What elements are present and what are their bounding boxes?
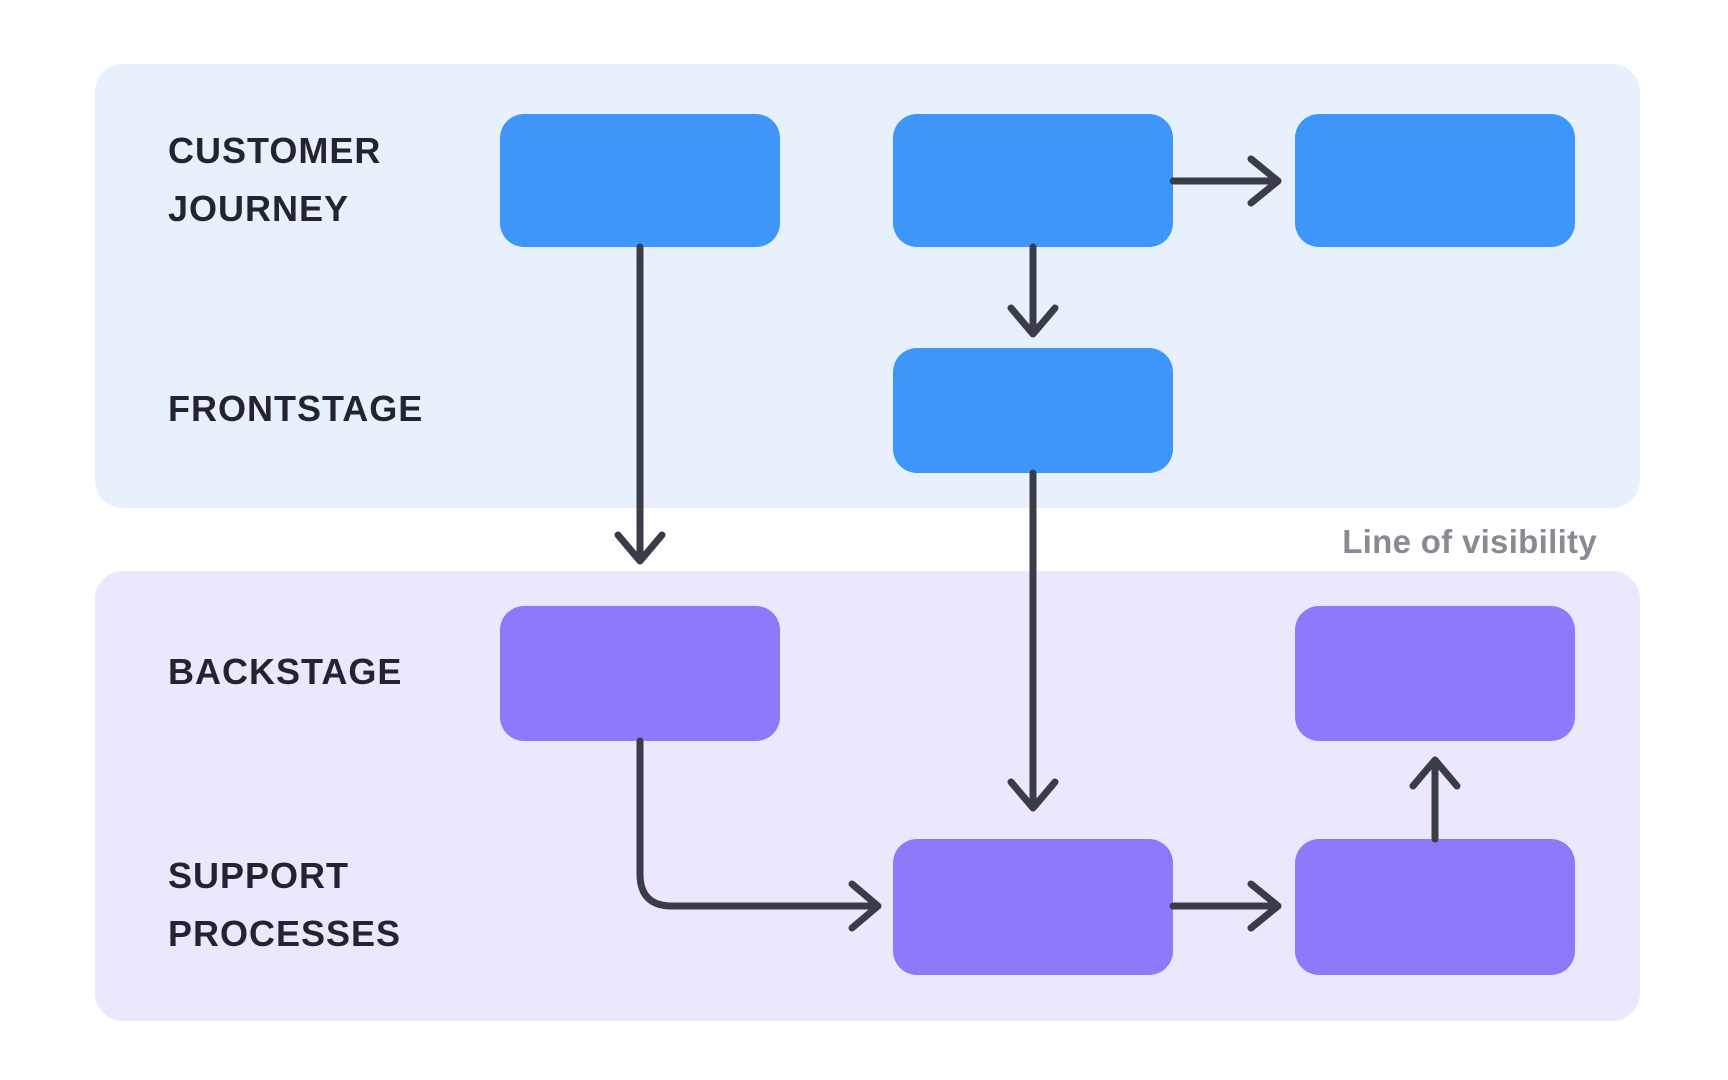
line-of-visibility-label: Line of visibility bbox=[1342, 523, 1597, 560]
journey-step-3-node bbox=[1295, 114, 1575, 247]
lane-label-customer-journey: CUSTOMER JOURNEY bbox=[168, 130, 382, 229]
backstage-step-left-node bbox=[500, 606, 780, 741]
support-step-1-node bbox=[893, 839, 1173, 975]
backstage-step-right-node bbox=[1295, 606, 1575, 741]
lane-label-backstage: BACKSTAGE bbox=[168, 651, 403, 692]
frontstage-step-node bbox=[893, 348, 1173, 473]
journey-step-1-node bbox=[500, 114, 780, 247]
lane-label-support-processes: SUPPORT PROCESSES bbox=[168, 855, 402, 954]
lane-label-frontstage: FRONTSTAGE bbox=[168, 388, 424, 429]
journey-step-2-node bbox=[893, 114, 1173, 247]
support-step-2-node bbox=[1295, 839, 1575, 975]
